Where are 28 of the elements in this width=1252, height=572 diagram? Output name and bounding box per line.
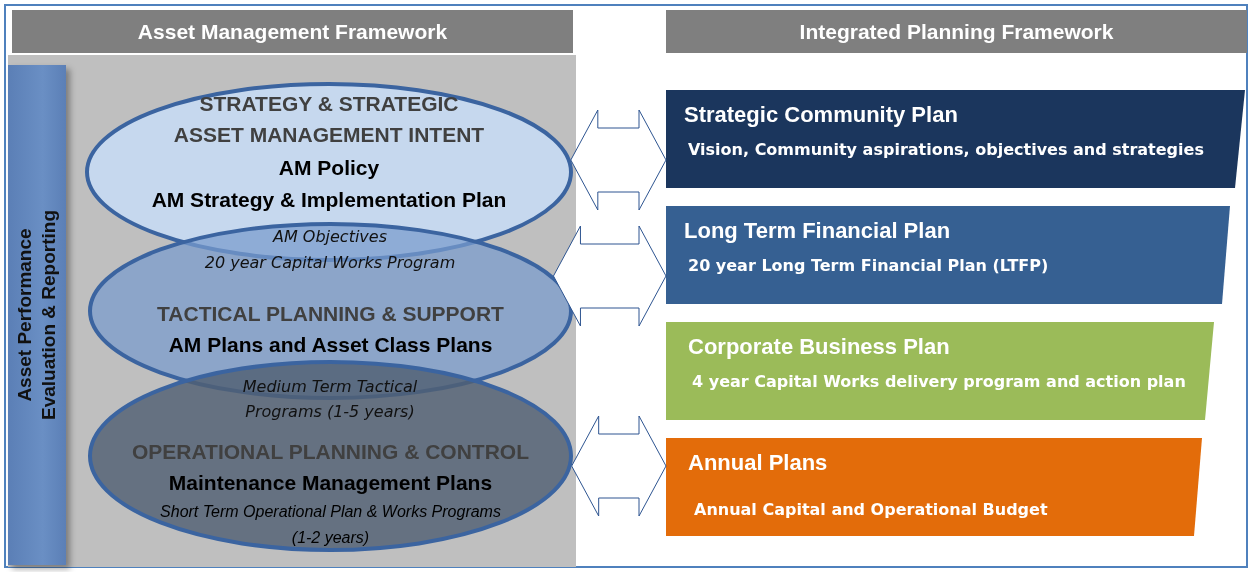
header-title: Integrated Planning Framework: [799, 19, 1114, 44]
ellipse-text: AM Strategy & Implementation Plan: [151, 187, 507, 213]
ellipse-heading: OPERATIONAL PLANNING & CONTROL: [131, 439, 530, 465]
plan-description: 4 year Capital Works delivery program and action plan: [692, 372, 1186, 391]
plan-title: Long Term Financial Plan: [684, 218, 951, 244]
ellipse-text: Maintenance Management Plans: [168, 470, 493, 496]
plan-title: Annual Plans: [688, 450, 828, 476]
ellipse-heading: TACTICAL PLANNING & SUPPORT: [157, 301, 504, 327]
plan-description: 20 year Long Term Financial Plan (LTFP): [688, 256, 1049, 275]
header-band: [12, 10, 573, 53]
double-block-arrow: [571, 415, 667, 517]
overlap-text: Medium Term Tactical Programs (1-5 years): [241, 376, 419, 423]
ellipse-text: Short Term Operational Plan & Works Programs (1-2 years): [159, 502, 502, 548]
overlap-text: 20 year Capital Works Program: [203, 252, 457, 274]
double-block-arrow: [570, 109, 667, 211]
overlap-text: AM Objectives: [271, 226, 388, 248]
header-band: [666, 10, 1247, 53]
ellipse-heading: STRATEGY & STRATEGIC ASSET MANAGEMENT INTENT: [172, 91, 486, 148]
side-bar: [8, 65, 66, 565]
plan-title: Strategic Community Plan: [684, 102, 958, 128]
header-title: Asset Management Framework: [137, 19, 448, 44]
ellipse-text: AM Policy: [278, 155, 380, 181]
side-bar-text: Asset Performance Evaluation & Reporting: [13, 208, 60, 423]
plan-description: Annual Capital and Operational Budget: [694, 500, 1048, 519]
double-block-arrow: [552, 225, 667, 327]
plan-description: Vision, Community aspirations, objectives and strategies: [688, 140, 1204, 159]
plan-title: Corporate Business Plan: [688, 334, 950, 360]
ellipse-text: AM Plans and Asset Class Plans: [168, 332, 493, 358]
